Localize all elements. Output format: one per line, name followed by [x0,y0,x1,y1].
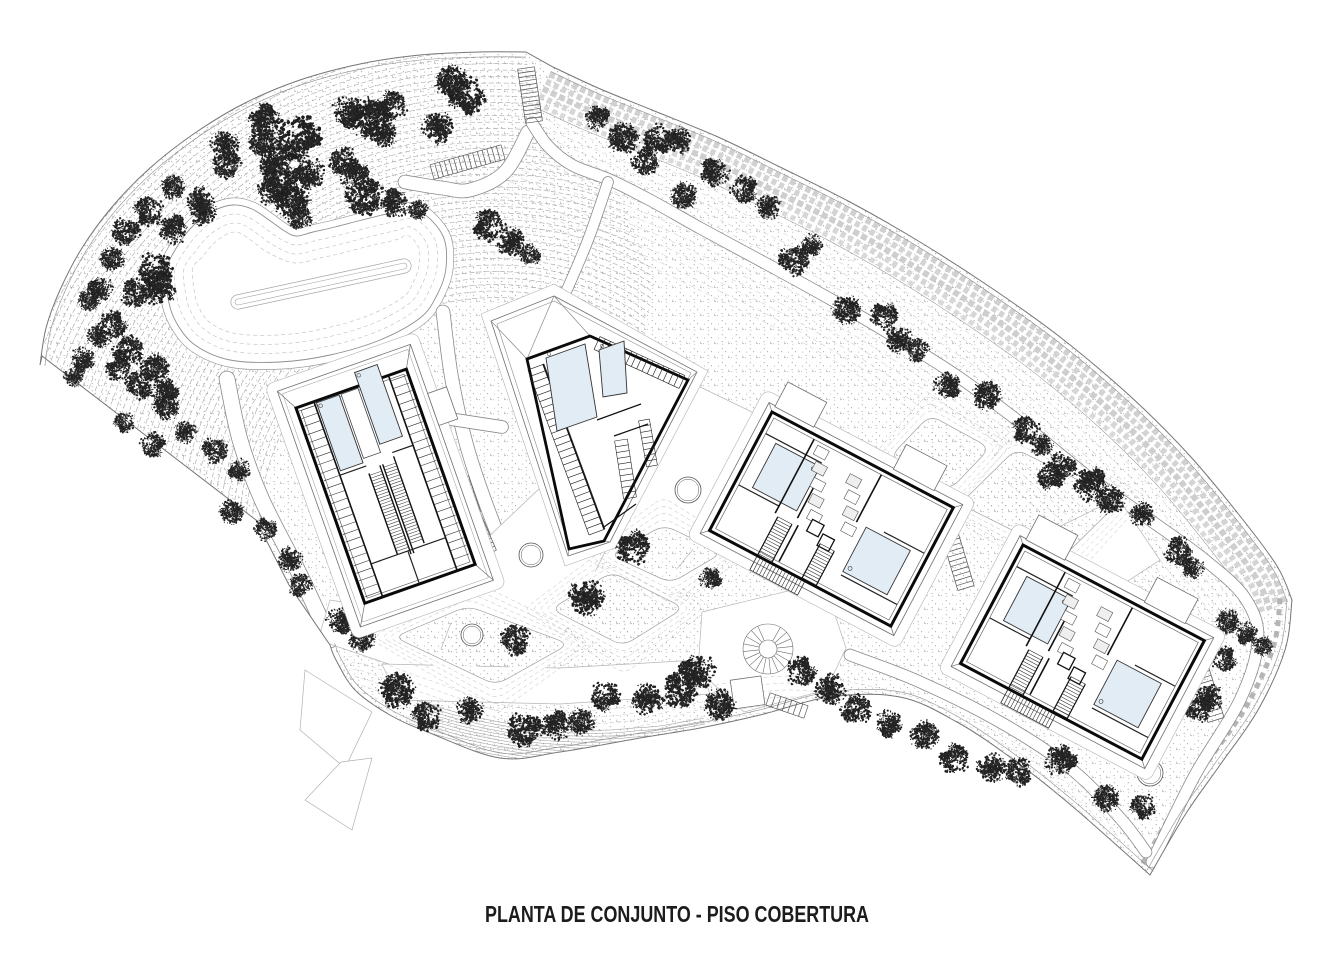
svg-text:PLANTA DE CONJUNTO - PISO COBE: PLANTA DE CONJUNTO - PISO COBERTURA [485,901,869,927]
